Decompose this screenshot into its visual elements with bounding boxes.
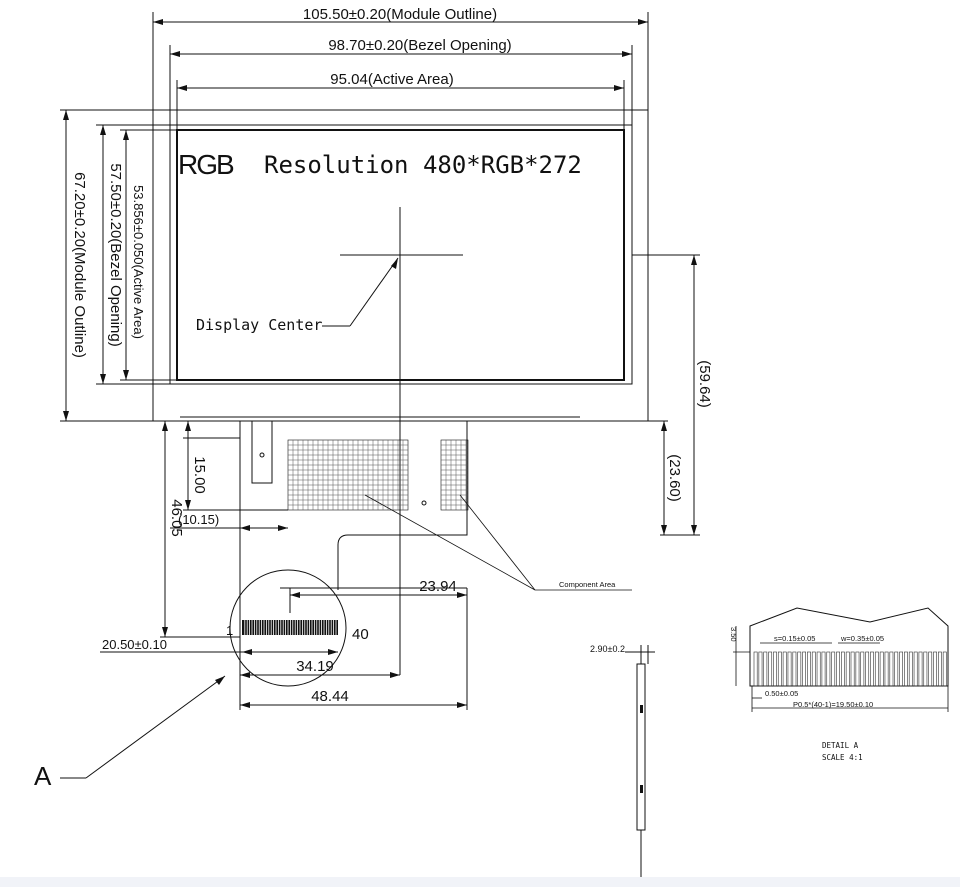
- dim-fpc-3419: 34.19: [240, 658, 400, 678]
- dim-right-lower: (23.60): [580, 420, 683, 535]
- fpc-15-label: 15.00: [191, 456, 208, 494]
- dim-fpc-15: 15.00: [183, 421, 288, 511]
- dim-fpc-2050: 20.50±0.10: [100, 637, 338, 655]
- fpc-cable: [239, 420, 468, 675]
- detail-edge-label: 0.50±0.05: [765, 689, 798, 698]
- detail-a-view: [733, 607, 949, 712]
- dim-fpc-4844: 48.44: [239, 588, 468, 710]
- right-total-label: (59.64): [696, 360, 713, 408]
- detail-title: DETAIL A: [822, 741, 859, 750]
- fpc-2050-label: 20.50±0.10: [102, 637, 167, 652]
- footer-strip: [0, 877, 960, 887]
- module-outline-height-label: 67.20±0.20(Module Outline): [71, 172, 88, 358]
- detail-height-label: 3.50: [729, 627, 738, 642]
- detail-width-label: w=0.35±0.05: [840, 634, 884, 643]
- side-view: [625, 645, 655, 877]
- fpc-4605-label: 46.05: [168, 499, 185, 537]
- dim-right-total: (59.64): [632, 254, 713, 536]
- side-thickness-label: 2.90±0.2: [590, 644, 625, 654]
- resolution-label: Resolution 480*RGB*272: [264, 151, 582, 179]
- dim-module-outline-height: 67.20±0.20(Module Outline): [60, 109, 153, 422]
- fpc-2394-label: 23.94: [419, 578, 457, 595]
- dim-fpc-1015: (10.15): [170, 512, 288, 531]
- dim-module-outline-width: 105.50±0.20(Module Outline): [152, 6, 649, 110]
- component-area-grids: [287, 439, 469, 511]
- right-lower-label: (23.60): [666, 454, 683, 502]
- detail-pitch-label: P0.5*(40-1)=19.50±0.10: [793, 700, 873, 709]
- dim-active-area-width: 95.04(Active Area): [176, 71, 625, 130]
- component-area-label: Component Area: [559, 580, 616, 589]
- dim-fpc-2394: 23.94: [290, 578, 467, 598]
- detail-scale: SCALE 4:1: [822, 753, 863, 762]
- dim-bezel-opening-height: 57.50±0.20(Bezel Opening): [96, 124, 170, 385]
- dim-active-area-height: 53.856±0.050(Active Area): [120, 129, 177, 381]
- rgb-mark: RGB: [178, 149, 234, 180]
- display-center-crosshair: [322, 207, 463, 675]
- dim-fpc-4605: 46.05: [160, 421, 240, 638]
- module-outline-width-label: 105.50±0.20(Module Outline): [303, 6, 497, 23]
- pin-40-label: 40: [352, 626, 369, 643]
- bezel-opening-height-label: 57.50±0.20(Bezel Opening): [107, 163, 124, 346]
- detail-a-ref-label: A: [34, 761, 52, 791]
- pin-1-label: 1: [226, 623, 233, 638]
- bezel-opening-width-label: 98.70±0.20(Bezel Opening): [328, 37, 511, 54]
- detail-a-reference: [60, 675, 226, 779]
- dim-bezel-opening-width: 98.70±0.20(Bezel Opening): [169, 37, 633, 125]
- display-center-label: Display Center: [196, 316, 322, 334]
- active-area-width-label: 95.04(Active Area): [330, 71, 453, 88]
- detail-gap-label: s=0.15±0.05: [774, 634, 815, 643]
- fpc-connector-pins: [229, 569, 347, 687]
- active-area-height-label: 53.856±0.050(Active Area): [131, 185, 146, 339]
- fpc-4844-label: 48.44: [311, 688, 349, 705]
- component-area-leaders: [364, 494, 632, 591]
- fpc-3419-label: 34.19: [296, 658, 334, 675]
- fpc-1015-label: (10.15): [178, 512, 219, 527]
